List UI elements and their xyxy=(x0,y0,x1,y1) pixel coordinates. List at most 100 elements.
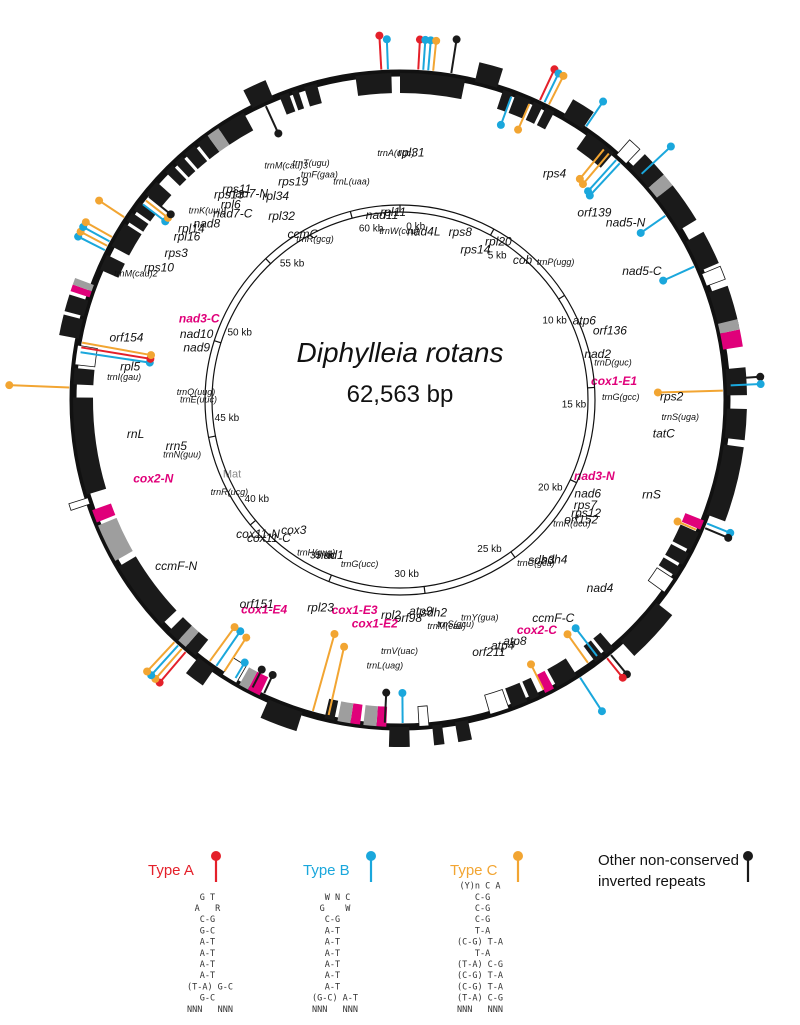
label-mat: Mat xyxy=(223,469,241,481)
label-nad7-c: nad7-C xyxy=(213,206,253,220)
label-rrn5: rrn5 xyxy=(166,439,188,453)
hairpin-line: (G-C) A-T xyxy=(312,994,358,1004)
hairpin-line: (C-G) T-A xyxy=(457,982,503,992)
hairpin-line: A R xyxy=(190,904,231,914)
gene-nad2 xyxy=(708,285,740,331)
gene-cox2-n xyxy=(92,503,116,523)
gene-cox1-intron4 xyxy=(239,667,258,690)
label-orf152: orf152 xyxy=(564,512,598,526)
gene-orf139 xyxy=(615,139,641,165)
label-orf154: orf154 xyxy=(109,331,143,345)
scale-tick xyxy=(249,519,257,526)
gene-orf98 xyxy=(417,705,430,727)
gene-nad5-c xyxy=(656,185,697,231)
hairpin-line: C-G xyxy=(460,893,501,903)
label-nad6: nad6 xyxy=(574,487,601,501)
label-trnp-ugg: trnP(ugg) xyxy=(537,257,575,267)
gene-sdh2 xyxy=(454,719,473,743)
label-trnr-gcg: trnR(gcg) xyxy=(296,234,334,244)
gene-tatc xyxy=(724,408,747,441)
label-rps2: rps2 xyxy=(660,389,684,403)
gene-nad3-c xyxy=(70,284,92,298)
label-nad7-n: nad7-N xyxy=(229,187,269,201)
hairpin-line: C-G xyxy=(460,915,501,925)
inverted-repeat-markers xyxy=(5,31,765,723)
gene-cox1-e1 xyxy=(720,329,743,350)
repeat-marker-type-b xyxy=(234,658,249,679)
hairpin-line: A-T xyxy=(190,938,231,948)
gene-nad3-n xyxy=(681,513,704,530)
label-trnh-gug: trnH(gug) xyxy=(297,548,335,558)
scale-tick-label: 35 kb xyxy=(310,551,335,562)
gene-rpl5 xyxy=(73,367,95,386)
gene-atp4 xyxy=(505,682,528,708)
gene-labels: trnA(ugc)rpl31trnT(ugu)trnM(cau)3trnF(ga… xyxy=(107,145,699,670)
label-rpl2: rpl2 xyxy=(381,608,401,622)
label-rps13: rps13 xyxy=(214,187,244,201)
legend-dot xyxy=(366,851,376,861)
scale-tick-label: 55 kb xyxy=(280,259,305,270)
gene-rns xyxy=(706,444,744,522)
label-trnd-guc: trnD(guc) xyxy=(594,358,632,368)
gene-nad4 xyxy=(620,602,673,656)
hairpin-line: C-G xyxy=(315,915,356,925)
label-trnf-gaa: trnF(gaa) xyxy=(301,169,338,179)
gene-cob xyxy=(576,132,614,168)
label-rpl16: rpl16 xyxy=(174,230,201,244)
repeat-marker-type-b xyxy=(215,627,245,667)
repeat-marker-type-c xyxy=(673,517,697,531)
repeat-marker-other xyxy=(704,527,733,542)
gene-rpl16 xyxy=(126,212,149,232)
label-rps10: rps10 xyxy=(144,261,174,275)
gene-rpl23 xyxy=(324,698,339,721)
hairpin-line: T-A xyxy=(460,926,501,936)
scale-tick xyxy=(423,586,426,594)
gene-atp9 xyxy=(432,724,445,746)
repeat-marker-type-c xyxy=(514,103,531,134)
repeat-marker-type-b xyxy=(496,96,513,129)
gene-orf211 xyxy=(484,688,510,715)
scale-tick xyxy=(208,435,216,439)
label-trnn-guu: trnN(guu) xyxy=(163,450,201,460)
label-tatc: tatC xyxy=(653,426,675,440)
repeat-marker-other xyxy=(263,670,277,694)
label-trna-ugc: trnA(ugc) xyxy=(377,148,414,158)
label-trny-gua: trnY(gua) xyxy=(461,613,499,623)
gene-cox1-e4 xyxy=(247,671,269,696)
hairpin-line: T-A xyxy=(460,949,501,959)
gene-mat xyxy=(98,517,133,561)
repeat-marker-type-c xyxy=(526,660,545,690)
gene-orf152 xyxy=(647,567,675,593)
hairpin-3: (Y)n C A C-G C-G C-G T-A (C-G) T-A T-A (… xyxy=(457,882,503,1015)
label-cox2-n: cox2-N xyxy=(133,472,173,486)
repeat-marker-other xyxy=(148,195,175,219)
gene-nad5-intron xyxy=(648,174,673,198)
label-atp9: atp9 xyxy=(409,604,433,618)
repeat-marker-type-a xyxy=(606,657,627,682)
gene-nad6 xyxy=(672,524,699,551)
label-rpl23: rpl23 xyxy=(307,601,334,615)
repeat-marker-type-c xyxy=(143,641,176,676)
gene-cox1-e3 xyxy=(350,703,363,725)
repeat-marker-type-c xyxy=(81,218,113,238)
repeat-marker-type-c xyxy=(81,341,156,360)
scale-tick xyxy=(558,294,565,300)
label-trnv-uac: trnV(uac) xyxy=(381,646,418,656)
label-sdh4: sdh4 xyxy=(541,552,567,566)
label-ccmf-n: ccmF-N xyxy=(155,559,197,573)
repeat-marker-other xyxy=(730,372,765,381)
hairpin-line: A-T xyxy=(315,971,356,981)
hairpin-line: NNN NNN xyxy=(457,1005,503,1015)
hairpin-line: (T-A) G-C xyxy=(187,982,233,992)
legend-label: Type B xyxy=(303,862,350,879)
gene-rpl20 xyxy=(536,107,555,130)
hairpin-line: (T-A) C-G xyxy=(457,960,503,970)
gene-cox11-intron xyxy=(178,625,199,647)
legend-label-line2: inverted repeats xyxy=(598,873,706,890)
label-trnl-uaa: trnL(uaa) xyxy=(333,176,370,186)
scale-tick-label: 50 kb xyxy=(227,327,252,338)
label-orf211: orf211 xyxy=(472,645,505,659)
